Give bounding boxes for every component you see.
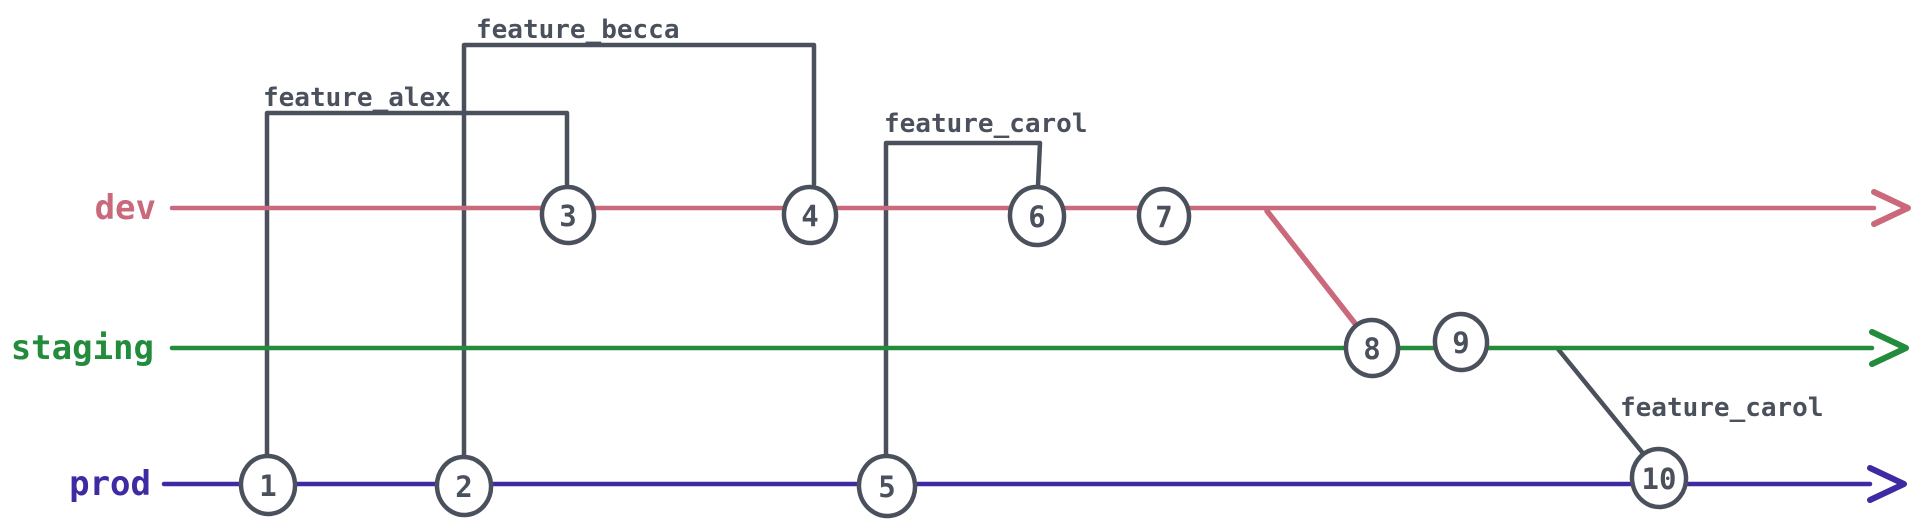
commit-node-1 (238, 453, 298, 517)
commit-number-1: 1 (259, 469, 276, 503)
commit-node-2 (434, 454, 494, 518)
branch-arrow-icon-staging (1869, 329, 1909, 367)
commit-node-6 (1007, 184, 1067, 248)
feature-branch-line-feature_alex-0 (264, 110, 570, 460)
feature-label-feature_alex-0: feature_alex (263, 83, 451, 113)
commit-node-9 (1432, 311, 1490, 373)
feature-label-feature_carol-2: feature_carol (884, 109, 1088, 139)
feature-label-feature_carol-3: feature_carol (1620, 393, 1824, 423)
branch-arrow-icon-prod (1867, 465, 1907, 503)
commit-number-6: 6 (1028, 200, 1045, 234)
feature-branch-line-feature_carol-3 (1555, 346, 1649, 460)
feature-label-feature_becca-1: feature_becca (476, 15, 680, 45)
commit-node-4 (781, 184, 839, 246)
branch-label-staging: staging (11, 328, 154, 368)
commit-node-3 (539, 184, 597, 246)
commit-node-7 (1136, 186, 1192, 246)
feature-branch-line-feature_carol-2 (883, 140, 1043, 461)
commit-node-10 (1629, 446, 1689, 510)
merge-line-dev-into-staging (1264, 208, 1360, 329)
branch-label-prod: prod (69, 464, 151, 504)
commit-number-4: 4 (801, 199, 818, 233)
commit-number-7: 7 (1155, 200, 1172, 234)
commit-number-9: 9 (1452, 326, 1469, 360)
commit-number-2: 2 (455, 470, 472, 504)
commit-number-3: 3 (559, 199, 576, 233)
feature-branch-line-feature_becca-1 (461, 42, 817, 462)
commit-node-8 (1343, 317, 1401, 379)
commit-node-5 (856, 453, 918, 519)
commit-number-8: 8 (1363, 332, 1380, 366)
commit-number-5: 5 (878, 470, 895, 504)
commit-number-10: 10 (1642, 462, 1677, 496)
branch-arrow-icon-dev (1871, 189, 1911, 227)
branch-label-dev: dev (95, 188, 156, 228)
